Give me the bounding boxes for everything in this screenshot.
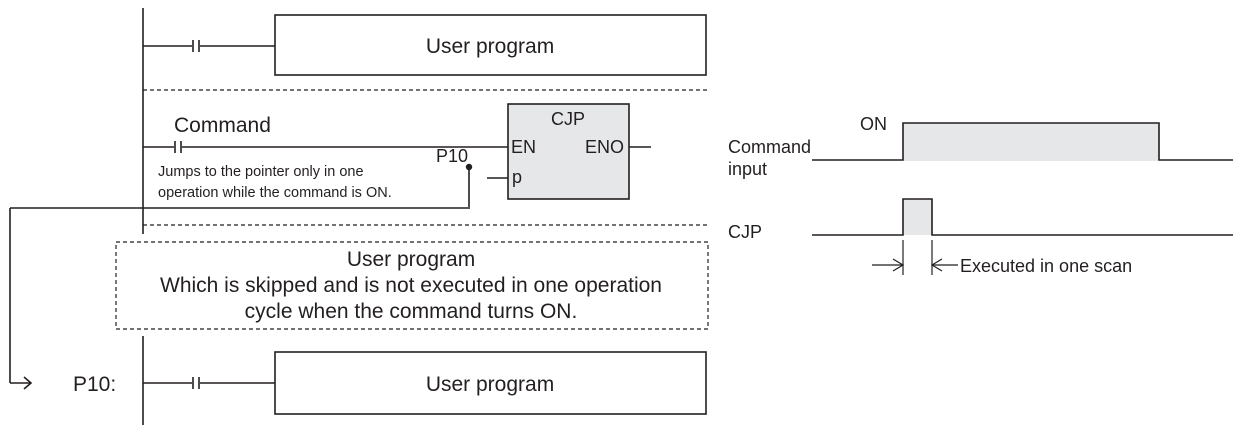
pointer-dot bbox=[465, 163, 473, 171]
note-line1: Jumps to the pointer only in one bbox=[158, 164, 364, 180]
user-program-box-bottom bbox=[274, 351, 707, 415]
fb-eno-pin: ENO bbox=[585, 137, 624, 157]
timing-chart: Command input ON CJP Executed in one sca… bbox=[728, 114, 1233, 276]
skipped-program-box bbox=[115, 241, 709, 330]
command-input-waveform bbox=[812, 122, 1233, 161]
skipped-line3: cycle when the command turns ON. bbox=[245, 300, 578, 323]
note-line2: operation while the command is ON. bbox=[158, 185, 392, 201]
cjp-signal-label: CJP bbox=[728, 222, 762, 242]
user-program-top-label: User program bbox=[426, 35, 554, 58]
cjp-waveform bbox=[812, 198, 1233, 236]
command-input-line2: input bbox=[728, 159, 767, 179]
fb-title: CJP bbox=[551, 109, 585, 129]
fb-en-pin: EN bbox=[511, 137, 536, 157]
cjp-pulse-fill bbox=[903, 199, 932, 235]
skipped-line1: User program bbox=[347, 248, 475, 271]
rung-cjp: Command CJP EN ENO p P10 Jumps to the po… bbox=[143, 103, 651, 207]
cjp-function-block bbox=[507, 103, 630, 200]
scan-arrow-left-icon bbox=[892, 258, 905, 272]
pointer-label: P10 bbox=[436, 146, 468, 166]
scan-label: Executed in one scan bbox=[960, 256, 1132, 276]
user-program-bottom-label: User program bbox=[426, 373, 554, 396]
jump-arrow-icon bbox=[23, 376, 33, 390]
command-on-fill bbox=[903, 123, 1159, 161]
jump-target-label: P10: bbox=[73, 373, 116, 396]
user-program-box-top bbox=[274, 14, 707, 76]
rung-bottom: User program bbox=[143, 351, 707, 415]
fb-p-pin: p bbox=[512, 167, 522, 187]
skipped-line2: Which is skipped and is not executed in … bbox=[160, 274, 662, 297]
rung-top: User program bbox=[143, 14, 707, 76]
command-input-line1: Command bbox=[728, 137, 811, 157]
on-label: ON bbox=[860, 114, 887, 134]
command-label: Command bbox=[174, 114, 271, 137]
scan-arrow-right-icon bbox=[930, 258, 943, 272]
